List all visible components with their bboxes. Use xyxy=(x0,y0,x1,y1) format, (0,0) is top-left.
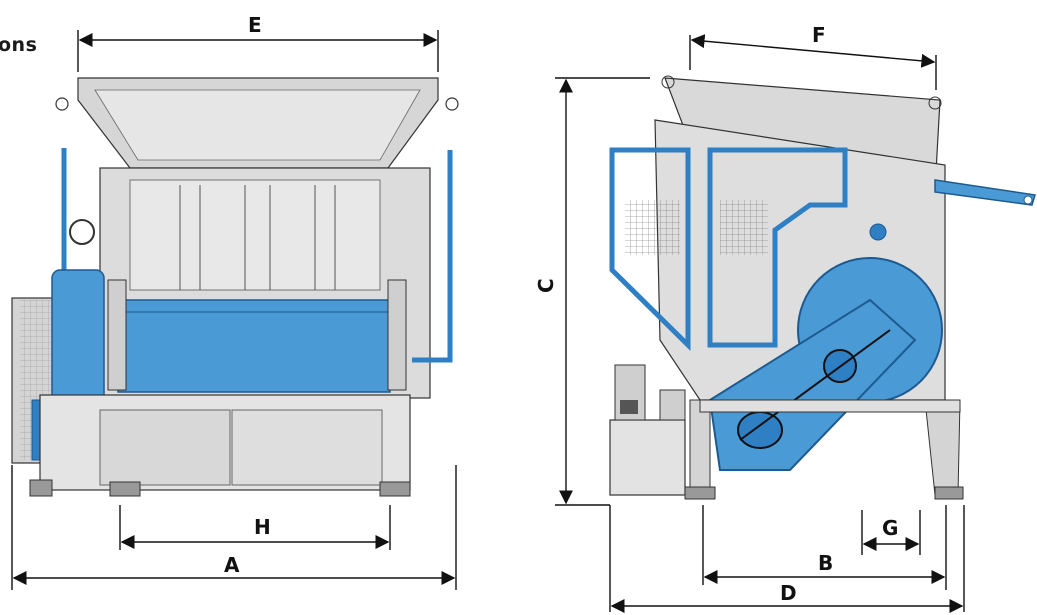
access-door-frame xyxy=(609,147,691,351)
dimension-F-label: F xyxy=(812,23,826,47)
rotor-housing xyxy=(117,299,391,393)
dimension-D-label: D xyxy=(780,581,797,605)
dimension-E-label: E xyxy=(248,13,262,37)
heading-fragment: ons xyxy=(0,34,38,56)
hydraulic-unit xyxy=(609,419,686,496)
dimension-lines xyxy=(11,30,965,613)
dimension-G-label: G xyxy=(882,516,898,540)
safety-guard-frame xyxy=(707,147,848,348)
front-view xyxy=(11,77,459,497)
side-view xyxy=(609,75,1036,500)
dimension-F-line xyxy=(690,34,936,68)
side-leg-left xyxy=(689,399,711,496)
dimension-A-label: A xyxy=(224,553,240,577)
hydraulic-ram xyxy=(934,179,1036,206)
dimension-H-label: H xyxy=(254,515,271,539)
dimension-B-label: B xyxy=(818,551,833,575)
dimension-C-label: C xyxy=(534,278,558,293)
side-leg-right xyxy=(924,399,961,496)
safety-frame-right xyxy=(412,150,453,363)
